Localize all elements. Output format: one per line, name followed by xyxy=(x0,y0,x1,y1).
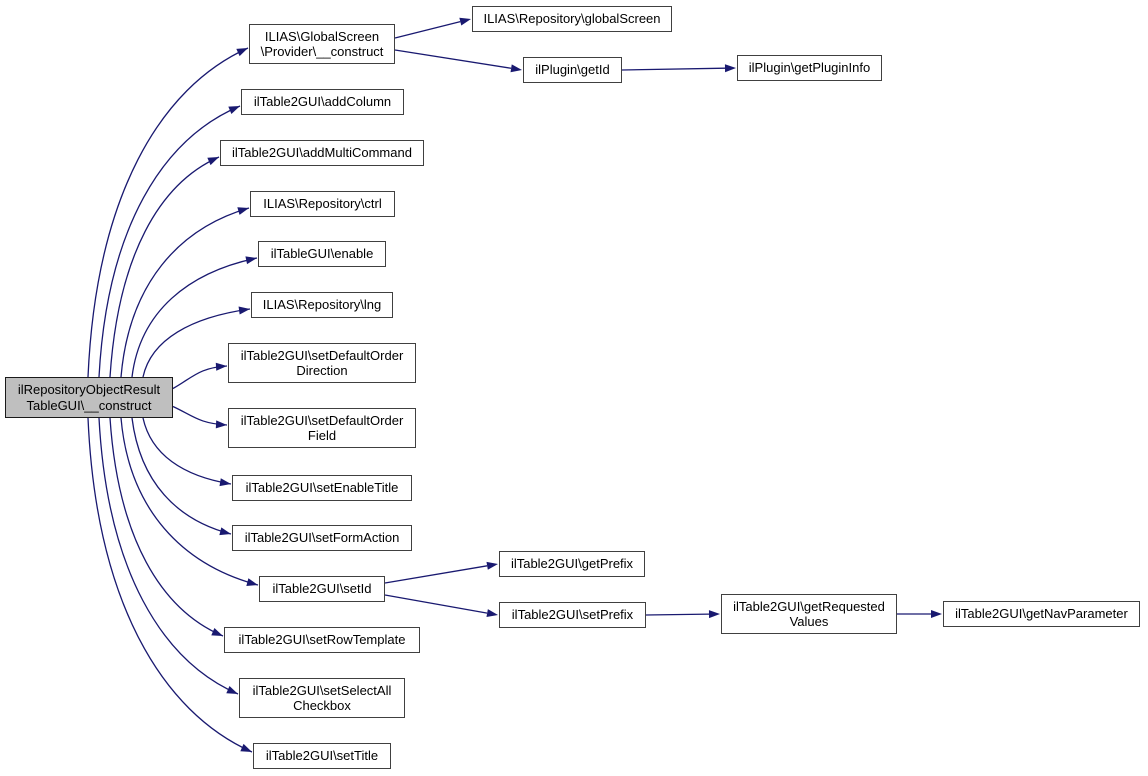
node-setselectallcheckbox[interactable]: ilTable2GUI\setSelectAll Checkbox xyxy=(239,678,405,718)
node-getnavparameter[interactable]: ilTable2GUI\getNavParameter xyxy=(943,601,1140,627)
node-setformaction[interactable]: ilTable2GUI\setFormAction xyxy=(232,525,412,551)
node-addcolumn[interactable]: ilTable2GUI\addColumn xyxy=(241,89,404,115)
node-repository-lng[interactable]: ILIAS\Repository\lng xyxy=(251,292,393,318)
node-getrequestedvalues[interactable]: ilTable2GUI\getRequested Values xyxy=(721,594,897,634)
node-tablegui-enable[interactable]: ilTableGUI\enable xyxy=(258,241,386,267)
node-setprefix[interactable]: ilTable2GUI\setPrefix xyxy=(499,602,646,628)
node-setenabletitle[interactable]: ilTable2GUI\setEnableTitle xyxy=(232,475,412,501)
node-globalscreen-provider-construct[interactable]: ILIAS\GlobalScreen \Provider\__construct xyxy=(249,24,395,64)
node-setid[interactable]: ilTable2GUI\setId xyxy=(259,576,385,602)
node-repository-ctrl[interactable]: ILIAS\Repository\ctrl xyxy=(250,191,395,217)
node-plugin-getplugininfo[interactable]: ilPlugin\getPluginInfo xyxy=(737,55,882,81)
node-plugin-getid[interactable]: ilPlugin\getId xyxy=(523,57,622,83)
node-settitle[interactable]: ilTable2GUI\setTitle xyxy=(253,743,391,769)
node-setdefaultorderfield[interactable]: ilTable2GUI\setDefaultOrder Field xyxy=(228,408,416,448)
node-setrowtemplate[interactable]: ilTable2GUI\setRowTemplate xyxy=(224,627,420,653)
node-getprefix[interactable]: ilTable2GUI\getPrefix xyxy=(499,551,645,577)
node-setdefaultorderdirection[interactable]: ilTable2GUI\setDefaultOrder Direction xyxy=(228,343,416,383)
node-repository-globalscreen[interactable]: ILIAS\Repository\globalScreen xyxy=(472,6,672,32)
node-main-construct: ilRepositoryObjectResult TableGUI\__cons… xyxy=(5,377,173,418)
node-addmulticommand[interactable]: ilTable2GUI\addMultiCommand xyxy=(220,140,424,166)
